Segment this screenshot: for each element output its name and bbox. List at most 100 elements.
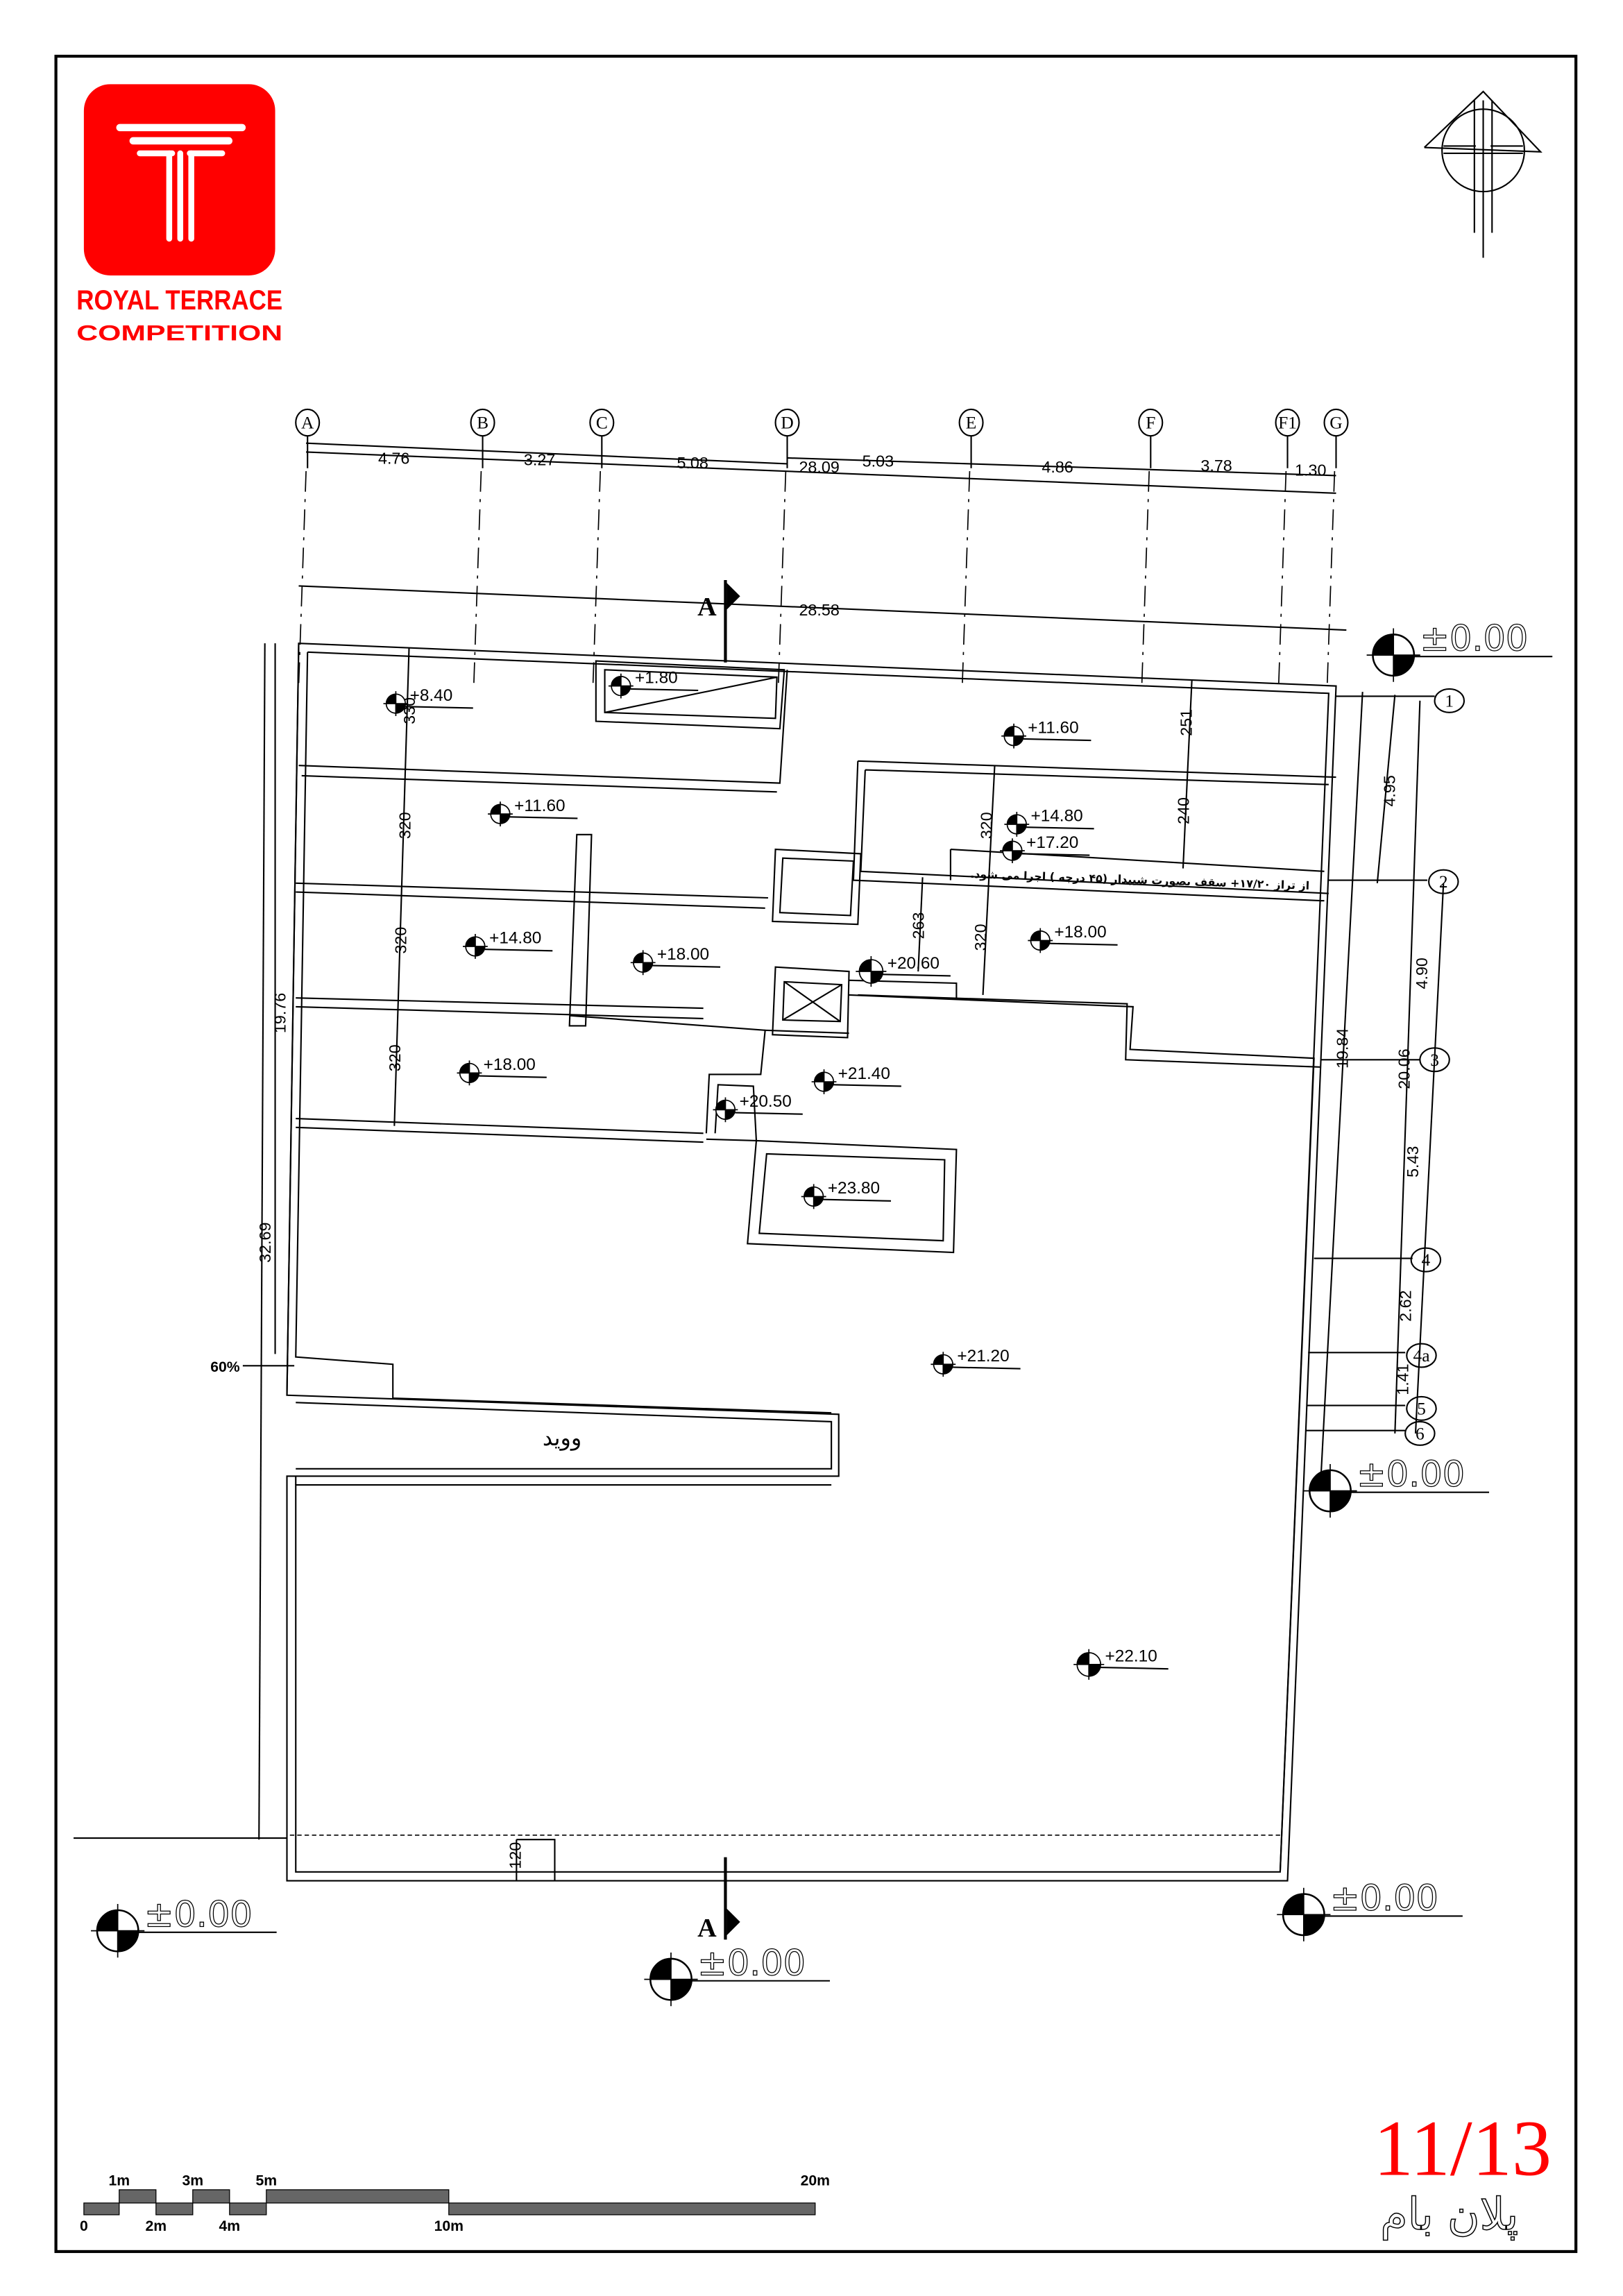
grid-bubble-label: F (1146, 413, 1155, 433)
grid-bubble-row: 4 (1410, 1247, 1442, 1273)
elevation-value: +8.40 (410, 686, 453, 705)
elevation-marker: +23.80 (801, 1179, 892, 1209)
dimension-label: 4.95 (1380, 775, 1398, 806)
scale-label: 1m (108, 2173, 130, 2189)
dimension-label: 263 (910, 912, 928, 939)
grid-axis-line (1326, 471, 1336, 685)
grid-bubble-label: 4a (1413, 1345, 1429, 1366)
level-marker-icon (457, 1060, 482, 1086)
level-marker-icon (1001, 723, 1026, 749)
section-label: A (697, 593, 717, 622)
level-marker-icon (1000, 838, 1025, 864)
dimension-label: 32.69 (256, 1223, 274, 1263)
dimension-label: 5.03 (863, 452, 894, 470)
grid-bubble-row: 6 (1404, 1420, 1436, 1446)
grid-bubble-column: F1 (1275, 408, 1300, 468)
elevation-value: +17.20 (1026, 833, 1078, 852)
level-marker-icon (1073, 1649, 1105, 1680)
dimension-label: 28.09 (799, 458, 839, 476)
level-marker-icon (811, 1069, 837, 1094)
elevation-value: +14.80 (1030, 807, 1082, 826)
elevation-value: +14.80 (489, 929, 541, 948)
elevation-marker: +18.00 (630, 945, 721, 976)
dimension-label: 1.30 (1295, 461, 1326, 479)
side-dimension-lines (74, 643, 1445, 1840)
dimension-label: 1.41 (1393, 1363, 1411, 1395)
ground-level-value: ±0.00 (1330, 1878, 1438, 1919)
elevation-marker: +11.60 (1001, 718, 1091, 749)
dimension-label: 320 (391, 927, 409, 954)
level-marker-icon (1303, 1464, 1357, 1518)
scale-label: 5m (256, 2173, 278, 2189)
dimension-label: 4.86 (1042, 458, 1073, 476)
dimension-label: 19.84 (1333, 1028, 1351, 1069)
dimension-label: 320 (386, 1044, 404, 1071)
grid-bubble-column: D (774, 408, 800, 468)
grid-bubble-label: A (301, 413, 314, 433)
grid-bubble-row: 5 (1406, 1395, 1437, 1421)
elevation-marker: +18.00 (1028, 923, 1118, 953)
ground-level-marker: ±0.00 (644, 1943, 831, 2007)
elevation-marker: +8.40 (383, 686, 473, 717)
grid-bubble-row: 1 (1434, 688, 1465, 713)
ground-level-marker: ±0.00 (1366, 618, 1553, 682)
elevation-marker: +20.50 (713, 1092, 803, 1123)
elevation-marker: +18.00 (457, 1055, 547, 1086)
logo-subtitle: COMPETITION (76, 320, 282, 345)
elevation-value: +23.80 (828, 1179, 880, 1198)
dimension-label: 19.76 (271, 993, 289, 1033)
grid-bubble-label: 6 (1416, 1423, 1425, 1443)
elevation-value: +11.60 (514, 797, 565, 815)
ground-level-marker: ±0.00 (1277, 1878, 1463, 1941)
north-arrow-icon (1423, 90, 1543, 258)
level-marker-icon (91, 1904, 145, 1958)
grid-axis-line (1277, 471, 1287, 685)
grid-bubble-label: 5 (1417, 1398, 1426, 1418)
grid-bubble-label: B (477, 413, 488, 433)
dimension-label: 5.43 (1404, 1146, 1422, 1177)
elevation-marker: +20.60 (856, 954, 951, 987)
level-marker-icon (463, 934, 488, 959)
top-dimension-lines (298, 442, 1347, 631)
level-marker-icon (644, 1953, 698, 2007)
dimension-label: 20.06 (1395, 1048, 1413, 1089)
dimension-label: 2.62 (1397, 1290, 1415, 1321)
grid-bubble-column: C (589, 408, 615, 468)
dimension-label: 320 (977, 812, 995, 839)
sheet-title: پلان بام (1380, 2189, 1518, 2240)
ground-level-markers: ±0.00±0.00±0.00±0.00±0.00 (91, 618, 1553, 2007)
scale-label: 4m (219, 2218, 240, 2234)
competition-logo: ROYAL TERRACE COMPETITION (76, 84, 282, 345)
scale-label: 10m (434, 2218, 464, 2234)
roof-plan-walls (286, 643, 1337, 1882)
elevation-value: +18.00 (484, 1055, 536, 1074)
elevation-marker: +14.80 (463, 929, 553, 959)
elevation-value: +18.00 (657, 945, 709, 964)
scale-label: 3m (182, 2173, 203, 2189)
elevation-marker: +17.20 (1000, 833, 1090, 864)
elevation-marker: +21.20 (931, 1347, 1021, 1377)
dimension-label: 4.76 (378, 449, 409, 467)
column-t-icon (116, 124, 246, 242)
logo-title: ROYAL TERRACE (76, 284, 282, 316)
elevation-marker: +21.40 (811, 1064, 901, 1094)
ground-level-value: ±0.00 (144, 1894, 253, 1935)
level-marker-icon (713, 1097, 738, 1123)
level-marker-icon (630, 950, 656, 976)
elevation-value: +20.50 (740, 1092, 792, 1111)
dimension-label: 3.78 (1200, 457, 1232, 475)
elevation-value: +1.80 (635, 668, 678, 687)
ground-level-value: ±0.00 (1420, 619, 1528, 660)
elevation-marker: +14.80 (1004, 807, 1094, 837)
grid-bubble-column: E (958, 408, 984, 468)
grid-axis-line (592, 471, 602, 685)
grid-bubble-label: 4 (1421, 1250, 1430, 1270)
grid-bubble-column: A (295, 408, 321, 468)
void-label: ووید (543, 1425, 581, 1451)
dimension-label: 4.90 (1413, 958, 1431, 989)
grid-axis-lines (298, 471, 1336, 685)
section-marker-bottom: A (697, 1857, 740, 1943)
dimension-label: 240 (1174, 797, 1192, 824)
